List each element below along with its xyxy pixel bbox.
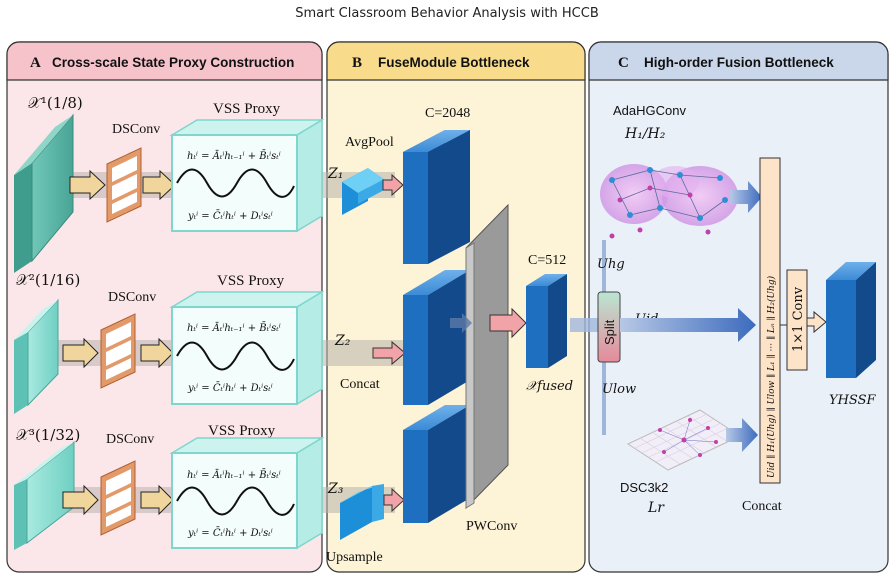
row-2-arrow-b	[140, 337, 174, 369]
hg-to-concat-arrow	[730, 181, 762, 213]
row-1-arrow-a	[69, 169, 106, 201]
row-3-proxy-label: VSS Proxy	[208, 423, 276, 439]
output-cube	[826, 262, 876, 378]
split-block: Split	[597, 291, 621, 363]
row-1-vss-proxy-box: hₜⁱ = Āₜⁱhₜ₋₁ⁱ + B̄ₜⁱsₜⁱ yₜⁱ = C̄ₜⁱhₜⁱ +…	[169, 118, 325, 233]
row-3-op-label: Upsample	[326, 550, 383, 565]
row-3-wave	[176, 486, 295, 516]
row-3-arrow-a	[62, 484, 99, 516]
hypergraph-blob	[600, 164, 738, 239]
fuse-arrow-out	[489, 307, 527, 339]
row-1-eq-output: yₜⁱ = C̄ₜⁱhₜⁱ + Dₜⁱsₜⁱ	[187, 210, 273, 222]
row-2-z-label: Z₂	[334, 333, 351, 349]
row-3-eq-output: yₜⁱ = C̄ₜⁱhₜⁱ + Dₜⁱsₜⁱ	[187, 527, 273, 539]
row-2-arrow-c	[372, 340, 406, 366]
row-1-arrow-c	[382, 173, 404, 197]
row-1-wave	[176, 168, 295, 198]
panel-c-title: High-order Fusion Bottleneck	[644, 55, 834, 70]
row-1-dsconv-grid	[106, 147, 142, 223]
dsc3k2-label: DSC3k2	[620, 480, 668, 495]
pwconv-label: PWConv	[466, 519, 517, 534]
fused-label: 𝒳fused	[526, 379, 573, 394]
row-3-input-map	[14, 479, 27, 550]
fused-cube	[526, 274, 567, 368]
row-1-op-label: AvgPool	[345, 135, 394, 150]
fuse-cube-top	[403, 130, 470, 264]
fuse-c-out-label: C=512	[528, 253, 566, 268]
row-3-arrow-c	[383, 487, 405, 513]
row-2-wave	[176, 341, 295, 371]
row-2-input-map	[14, 332, 28, 414]
concat-formula: Uid ∥ H₁(Uhg) ∥ Ulow ∥ L₁ ∥ ··· ∥ Lₙ ∥ H…	[766, 275, 777, 478]
concat-bar: Uid ∥ H₁(Uhg) ∥ Ulow ∥ L₁ ∥ ··· ∥ Lₙ ∥ H…	[759, 157, 781, 484]
fuse-cube-bottom	[403, 405, 470, 523]
fuse-c-top-label: C=2048	[425, 106, 470, 121]
row-1-eq-state: hₜⁱ = Āₜⁱhₜ₋₁ⁱ + B̄ₜⁱsₜⁱ	[187, 150, 281, 162]
row-2-proxy-label: VSS Proxy	[217, 273, 285, 289]
figure-title: Smart Classroom Behavior Analysis with H…	[295, 6, 599, 21]
row-1-arrow-b	[142, 169, 176, 201]
row-2-eq-output: yₜⁱ = C̄ₜⁱhₜⁱ + Dₜⁱsₜⁱ	[187, 382, 273, 394]
row-2: 𝒳²(1/16) DSConv VSS Proxy hₜⁱ = Āₜⁱhₜ₋₁ⁱ…	[14, 271, 406, 414]
conv1x1-block: 1×1 Conv	[786, 269, 808, 371]
row-3-eq-state: hₜⁱ = Āₜⁱhₜ₋₁ⁱ + B̄ₜⁱsₜⁱ	[187, 469, 281, 481]
row-2-dsconv-label: DSConv	[108, 290, 156, 305]
h1-h2-label: H₁/H₂	[624, 126, 666, 142]
row-1-dsconv-label: DSConv	[112, 122, 160, 137]
u-low-label: Ulow	[602, 382, 636, 397]
panel-b-letter: B	[352, 55, 362, 71]
dsc-to-concat-arrow	[726, 418, 758, 452]
adahgconv-label: AdaHGConv	[613, 103, 686, 118]
pwconv-slab	[465, 203, 509, 510]
conv1x1-label: 1×1 Conv	[791, 286, 806, 352]
row-1-input-map	[14, 163, 32, 273]
panel-b-header	[326, 41, 586, 81]
output-label: YHSSF	[829, 393, 877, 408]
row-3-dsconv-grid	[100, 460, 136, 536]
row-1-input-label: 𝒳¹(1/8)	[28, 94, 83, 112]
row-1-proxy-label: VSS Proxy	[213, 101, 281, 117]
row-3-upsample-shape	[340, 484, 384, 540]
fuse-cube-middle	[403, 270, 470, 405]
row-2-arrow-a	[62, 337, 99, 369]
split-to-concat-arrow	[620, 308, 756, 342]
row-1: 𝒳¹(1/8) DSConv VSS Proxy hₜⁱ = Āₜⁱhₜ₋₁ⁱ …	[14, 94, 404, 273]
panel-a-header	[6, 41, 323, 81]
row-2-eq-state: hₜⁱ = Āₜⁱhₜ₋₁ⁱ + B̄ₜⁱsₜⁱ	[187, 322, 281, 334]
fuse-arrow-in	[450, 313, 472, 333]
panel-b-title: FuseModule Bottleneck	[378, 55, 530, 70]
row-3: 𝒳³(1/32) DSConv VSS Proxy hₜⁱ = Āₜⁱhₜ₋₁ⁱ…	[14, 423, 405, 565]
lr-label: Lr	[647, 500, 665, 516]
row-2-op-label: Concat	[340, 377, 380, 392]
row-2-input-label: 𝒳²(1/16)	[16, 271, 80, 289]
row-3-input-label: 𝒳³(1/32)	[16, 426, 80, 444]
row-3-arrow-b	[140, 484, 174, 516]
row-1-z-label: Z₁	[327, 166, 343, 182]
row-2-vss-proxy-box: hₜⁱ = Āₜⁱhₜ₋₁ⁱ + B̄ₜⁱsₜⁱ yₜⁱ = C̄ₜⁱhₜⁱ +…	[169, 290, 325, 406]
u-hg-label: Uhg	[597, 257, 625, 272]
row-1-avgpool-shape	[342, 168, 384, 215]
row-3-dsconv-label: DSConv	[106, 432, 154, 447]
row-2-dsconv-grid	[100, 313, 136, 389]
panel-c-letter: C	[618, 55, 629, 71]
concat-label: Concat	[742, 499, 782, 514]
panel-a-title: Cross-scale State Proxy Construction	[52, 55, 294, 70]
panel-c-header	[588, 41, 889, 81]
conv-to-output-arrow	[806, 310, 827, 334]
split-label: Split	[602, 319, 617, 345]
panel-a-letter: A	[30, 55, 41, 71]
row-3-vss-proxy-box: hₜⁱ = Āₜⁱhₜ₋₁ⁱ + B̄ₜⁱsₜⁱ yₜⁱ = C̄ₜⁱhₜⁱ +…	[169, 436, 325, 550]
row-3-z-label: Z₃	[327, 481, 344, 497]
